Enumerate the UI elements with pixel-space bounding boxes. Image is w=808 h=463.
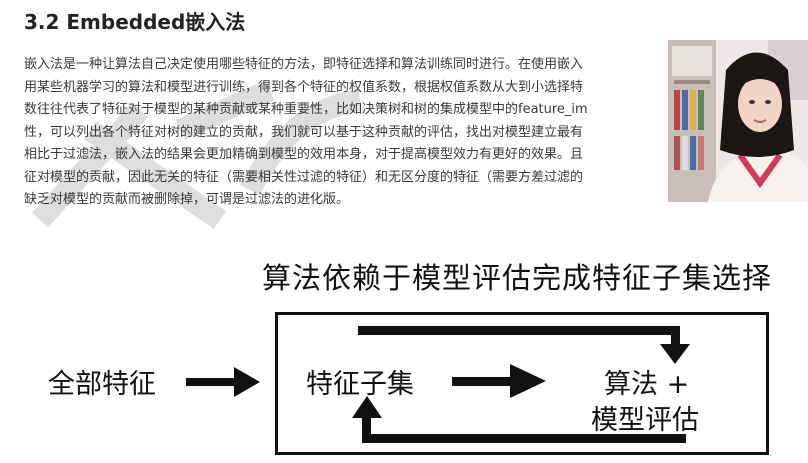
paragraph-line: 用某些机器学习的算法和模型进行训练，得到各个特征的权值系数，根据权值系数从大到小… xyxy=(24,79,584,95)
slide-title: 3.2 Embedded嵌入法 xyxy=(24,10,246,34)
arrow-right-icon xyxy=(452,364,546,398)
all-features-label: 全部特征 xyxy=(48,369,156,400)
paragraph-line: 相比于过滤法，嵌入法的结果会更加精确到模型的效用本身，对于提高模型效力有更好的效… xyxy=(24,147,584,162)
presenter-video-icon xyxy=(668,40,808,202)
paragraph-line: 征对模型的贡献，因此无关的特征（需要相关性过滤的特征）和无区分度的特征（需要方差… xyxy=(24,169,584,185)
diagram-title: 算法依赖于模型评估完成特征子集选择 xyxy=(262,261,773,295)
presenter-webcam xyxy=(668,40,808,202)
model-evaluation-label: 模型评估 xyxy=(591,405,699,436)
paragraph-line: 数往往代表了特征对于模型的某种贡献或某种重要性，比如决策树和树的集成模型中的fe… xyxy=(24,102,588,117)
algorithm-box xyxy=(275,312,769,455)
feature-subset-label: 特征子集 xyxy=(306,369,414,400)
arrow-loop-top-icon xyxy=(358,326,690,364)
paragraph-line: 性，可以列出各个特征对树的建立的贡献，我们就可以基于这种贡献的评估，找出对模型建… xyxy=(24,124,584,140)
paragraph-line: 嵌入法是一种让算法自己决定使用哪些特征的方法，即特征选择和算法训练同时进行。在使… xyxy=(24,57,584,72)
body-paragraph: 嵌入法是一种让算法自己决定使用哪些特征的方法，即特征选择和算法训练同时进行。在使… xyxy=(24,54,674,224)
algorithm-label: 算法 + xyxy=(604,369,690,400)
arrow-right-icon xyxy=(186,367,260,397)
arrow-loop-bottom-icon xyxy=(352,396,686,443)
paragraph-line: 缺乏对模型的贡献而被删除掉，可谓是过滤法的进化版。 xyxy=(24,192,350,207)
